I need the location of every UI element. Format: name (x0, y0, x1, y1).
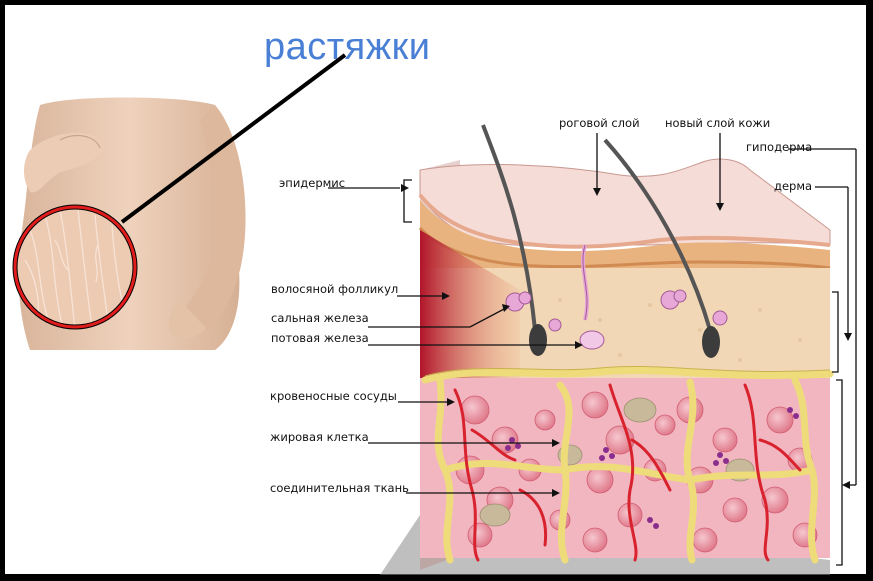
label-hypodermis: гиподерма (746, 140, 813, 154)
label-connective-tissue: соединительная ткань (270, 481, 409, 495)
diagram-title: растяжки (264, 26, 431, 68)
pregnant-belly-illustration (12, 53, 347, 350)
label-sweat-gland: потовая железа (271, 331, 369, 345)
label-new-skin-layer: новый слой кожи (665, 116, 771, 130)
label-sebaceous-gland: сальная железа (271, 311, 369, 325)
skin-cross-section (380, 124, 834, 575)
label-blood-vessels: кровеносные сосуды (270, 389, 397, 403)
leader-lines (328, 133, 857, 566)
label-hair-follicle: волосяной фолликул (271, 282, 399, 296)
label-fat-cell: жировая клетка (270, 430, 369, 444)
arrowheads (401, 184, 852, 497)
label-epidermis: эпидермис (279, 176, 346, 190)
label-stratum-corneum: роговой слой (559, 116, 640, 130)
label-dermis: дерма (774, 179, 813, 193)
